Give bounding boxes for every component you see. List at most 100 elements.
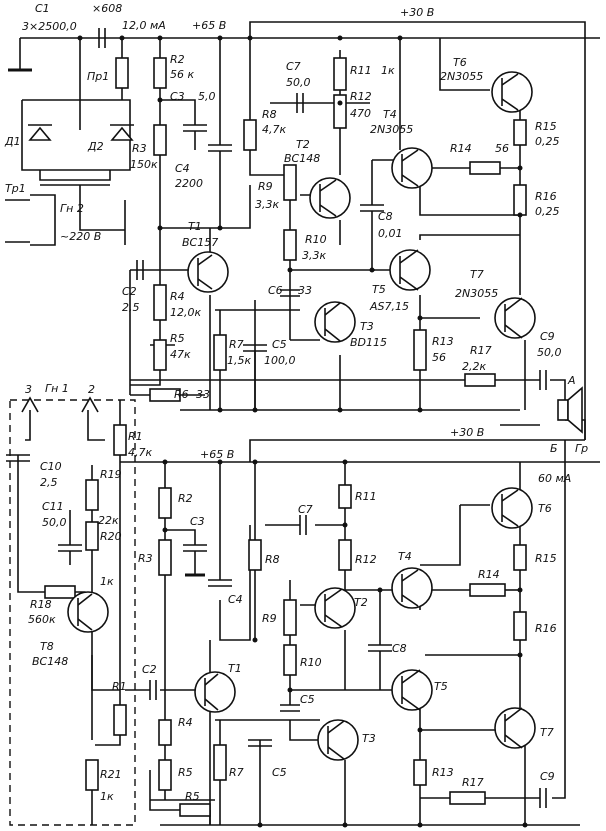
bottom-channel-labels: +65 В +30 В Б Гр 60 мА R2 R3 С3 С4 С7 R8… xyxy=(138,426,588,803)
label-r21: R21 xyxy=(100,768,122,781)
capacitor-c5-bottom xyxy=(248,739,272,747)
label-r18: R18 xyxy=(30,598,52,611)
resistor-r18 xyxy=(44,585,76,599)
label-c9-top: С9 xyxy=(540,330,555,343)
label-30v-bottom: +30 В xyxy=(450,426,484,439)
transistor-t3-top xyxy=(314,301,356,343)
label-t2-top: Т2 xyxy=(296,138,310,151)
label-c10: С10 xyxy=(40,460,62,473)
label-t7-bottom: Т7 xyxy=(540,726,554,739)
label-r16-top: R16 xyxy=(535,190,557,203)
label-c8-top: С8 xyxy=(378,210,393,223)
label-t7-model: 2N3055 xyxy=(455,287,498,300)
label-current-12ma: 12,0 мА xyxy=(122,19,166,32)
transistor-t5-top xyxy=(389,249,431,291)
label-r17-value: 2,2к xyxy=(462,360,486,373)
label-t2-model: ВС148 xyxy=(284,152,320,165)
label-r7-value: 1,5к xyxy=(227,354,251,367)
top-channel-labels: C1 3×2500,0 ×608 12,0 мА +65 В +30 В Пр1… xyxy=(4,2,576,401)
label-t6-model: 2N3055 xyxy=(440,70,483,83)
label-r12-top: R12 xyxy=(350,90,372,103)
label-gr: Гр xyxy=(575,442,588,455)
label-65v-top: +65 В xyxy=(192,19,226,32)
label-c10-value: 2,5 xyxy=(40,476,58,489)
label-mains: ~220 В xyxy=(60,230,101,243)
transistor-t8 xyxy=(67,591,109,633)
label-65v-bottom: +65 В xyxy=(200,448,234,461)
label-c4-top: С4 xyxy=(175,162,190,175)
resistor-r14-bottom xyxy=(469,583,506,597)
label-t4-top: Т4 xyxy=(383,108,397,121)
label-output-a: А xyxy=(567,374,576,387)
label-r3-value: 150к xyxy=(130,158,158,171)
label-r2-bottom: R2 xyxy=(178,492,193,505)
label-c2-value: 2,5 xyxy=(122,301,140,314)
label-r12-value: 470 xyxy=(350,107,371,120)
input-jack-icon xyxy=(21,396,99,413)
top-channel-components xyxy=(28,28,583,434)
label-t6-top: Т6 xyxy=(453,56,467,69)
label-r15-top: R15 xyxy=(535,120,557,133)
label-c5-value: 100,0 xyxy=(264,354,296,367)
label-c6-top: С6 xyxy=(268,284,283,297)
label-r2-top: R2 xyxy=(170,53,185,66)
label-t5-model: AS7,15 xyxy=(369,300,409,313)
diode-d2 xyxy=(110,124,134,141)
transistor-t4-bottom xyxy=(391,567,433,609)
label-r18-value: 560к xyxy=(28,613,56,626)
label-c5-top: С5 xyxy=(272,338,287,351)
label-t5-bottom: Т5 xyxy=(434,680,448,693)
resistor-r6-top xyxy=(149,388,181,402)
label-tr1: Тр1 xyxy=(5,182,26,195)
label-r14-bottom: R14 xyxy=(478,568,500,581)
label-r17-bottom: R17 xyxy=(462,776,484,789)
resistor-r14-top xyxy=(469,161,501,175)
transistor-t4-top xyxy=(391,147,433,189)
resistor-r15-bottom xyxy=(513,544,527,571)
label-t8: Т8 xyxy=(40,640,54,653)
label-r13-top: R13 xyxy=(432,335,454,348)
label-r15-bottom: R15 xyxy=(535,552,557,565)
label-c5-small-bottom: С5 xyxy=(300,693,315,706)
capacitor-c2-bottom xyxy=(149,680,157,700)
label-gn1: Гн 1 xyxy=(45,382,69,395)
resistor-r11-top xyxy=(333,57,347,91)
transistor-t2-bottom xyxy=(314,587,356,629)
label-c6-value: 33 xyxy=(298,284,312,297)
label-r6-bottom: R5 xyxy=(185,790,200,803)
label-r8-bottom: R8 xyxy=(265,553,280,566)
transistor-t7-bottom xyxy=(494,707,536,749)
label-t6-bottom: Т6 xyxy=(538,502,552,515)
resistor-r3-bottom xyxy=(158,539,172,576)
label-c11: С11 xyxy=(42,500,64,513)
resistor-r5-top xyxy=(153,339,167,371)
label-r3-bottom: R3 xyxy=(138,552,153,565)
label-t3-model: ВD115 xyxy=(350,336,387,349)
label-r5-value: 47к xyxy=(170,348,191,361)
label-t4-bottom: Т4 xyxy=(398,550,412,563)
label-r4-bottom: R4 xyxy=(178,716,193,729)
capacitor-c7-top xyxy=(296,93,304,113)
resistor-r16-top xyxy=(513,184,527,216)
label-r8-value: 4,7к xyxy=(262,123,286,136)
resistor-r10-bottom xyxy=(283,644,297,676)
resistor-r20 xyxy=(85,521,99,551)
resistor-r9-bottom xyxy=(283,599,297,636)
label-r11-value: 1к xyxy=(381,64,395,77)
label-c7-bottom: С7 xyxy=(298,503,313,516)
label-r7-bottom: R7 xyxy=(229,766,244,779)
resistor-r7-top xyxy=(213,334,227,371)
capacitor-c8-top xyxy=(360,204,384,225)
label-r9-bottom: R9 xyxy=(262,612,277,625)
capacitor-c9-bottom xyxy=(539,788,547,808)
label-r4-top: R4 xyxy=(170,290,185,303)
label-r19: R19 xyxy=(100,468,122,481)
label-r3-top: R3 xyxy=(132,142,147,155)
resistor-r15-top xyxy=(513,119,527,146)
capacitor-c10 xyxy=(6,454,30,462)
label-pr1: Пр1 xyxy=(87,70,109,83)
label-r17-top: R17 xyxy=(470,344,492,357)
label-r2-value: 56 к xyxy=(170,68,194,81)
label-r1-top: R1 xyxy=(128,430,143,443)
